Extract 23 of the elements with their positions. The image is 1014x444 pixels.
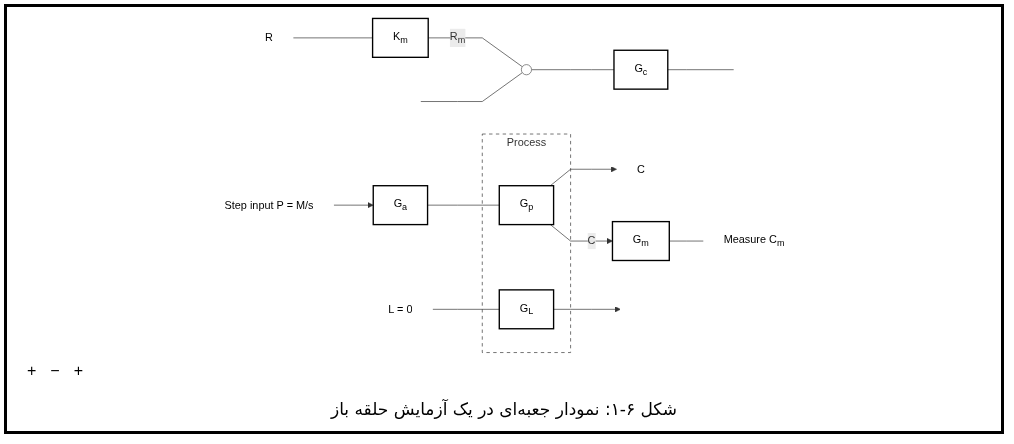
connector bbox=[667, 69, 734, 71]
summing-junction bbox=[521, 64, 532, 76]
signal-label: C bbox=[636, 163, 645, 175]
connector bbox=[432, 309, 500, 310]
connector bbox=[420, 72, 523, 102]
connector bbox=[293, 37, 373, 39]
signal-label: R bbox=[265, 31, 273, 44]
transfer-function-block: G$_{m}$ bbox=[611, 220, 670, 262]
signal-label: Measure C$_{m}$ bbox=[723, 233, 785, 249]
transfer-function-block: G$_{L}$ bbox=[498, 289, 555, 330]
connector bbox=[427, 204, 500, 206]
signal-label: Step input P = M/s bbox=[224, 199, 314, 211]
sign-label: + bbox=[73, 362, 84, 380]
transfer-function-block: G$_{p}$ bbox=[498, 185, 555, 226]
signal-label: L = 0 bbox=[388, 303, 413, 315]
sign-label: − bbox=[50, 362, 60, 380]
edge-label: R$_{m}$ bbox=[449, 30, 466, 46]
figure-caption: شکل ۶-۱: نمودار جعبه‌ای در یک آزمایش حلقه باز bbox=[330, 399, 677, 419]
transfer-function-block: G$_{c}$ bbox=[613, 49, 669, 90]
transfer-function-block: K$_{m}$ bbox=[371, 17, 429, 58]
edge-label: C bbox=[587, 234, 596, 247]
transfer-function-block: G$_{a}$ bbox=[372, 185, 429, 226]
sign-label: + bbox=[27, 362, 37, 380]
